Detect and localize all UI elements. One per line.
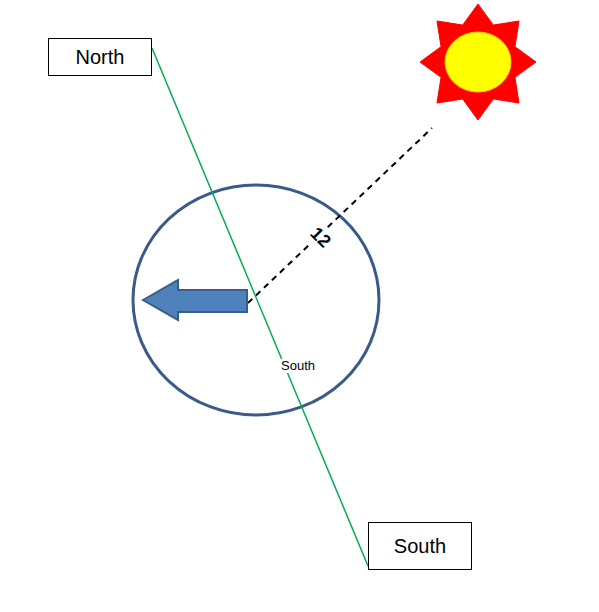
sun-symbol (420, 4, 536, 120)
sun-disc (445, 32, 511, 92)
sun-direction-line (248, 128, 432, 303)
direction-label: North (76, 46, 125, 69)
compass-box: North (48, 38, 152, 76)
hour-hand-arrow (143, 280, 247, 320)
callout-number: 12 (305, 223, 335, 253)
compass-box: South (368, 522, 472, 570)
sun-rays (420, 4, 536, 120)
direction-label: South (394, 535, 446, 558)
direction-label: South (280, 359, 316, 373)
dial-circle (133, 185, 379, 415)
meridian-line (152, 48, 368, 566)
